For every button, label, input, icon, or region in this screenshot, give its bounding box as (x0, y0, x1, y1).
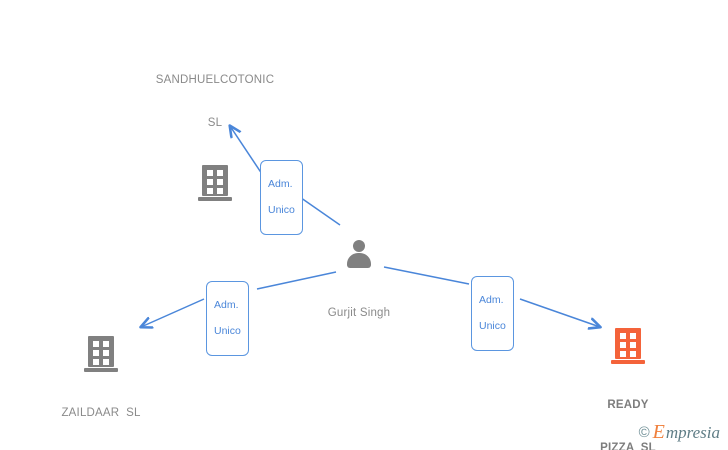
edge-label-gurjit-readypizza[interactable]: Adm. Unico (471, 276, 514, 351)
edge-label-gurjit-zaildaar[interactable]: Adm. Unico (206, 281, 249, 356)
building-window (207, 170, 213, 176)
building-window (630, 333, 636, 339)
building-icon (198, 165, 232, 201)
brand-initial: E (652, 421, 665, 443)
building-window (217, 170, 223, 176)
node-label-line1: Gurjit Singh (327, 306, 391, 319)
building-window (217, 188, 223, 194)
node-label-line1: READY (607, 398, 649, 411)
building-window (103, 350, 109, 356)
edge-label-line1: Adm. (214, 299, 239, 311)
brand-name: mpresia (665, 422, 720, 442)
building-window (630, 342, 636, 348)
building-window (207, 188, 213, 194)
building-icon (84, 336, 118, 372)
building-window (620, 342, 626, 348)
building-body (88, 336, 114, 367)
node-label-zaildaar: ZAILDAAR SL (61, 377, 140, 449)
edge-label-gurjit-sandhuelcotonic[interactable]: Adm. Unico (260, 160, 303, 235)
node-gurjit-singh[interactable]: Gurjit Singh (299, 238, 419, 349)
building-body (202, 165, 228, 196)
building-base (198, 197, 232, 201)
node-zaildaar[interactable]: ZAILDAAR SL (41, 336, 161, 449)
building-window (93, 350, 99, 356)
edge-label-line1: Adm. (479, 294, 504, 306)
building-window (620, 333, 626, 339)
building-window (93, 341, 99, 347)
node-label-line1: SANDHUELCOTONIC (155, 73, 275, 86)
building-base (84, 368, 118, 372)
building-window (103, 359, 109, 365)
empresia-watermark: © E mpresia (639, 422, 720, 442)
building-icon (611, 328, 645, 364)
person-icon (342, 238, 376, 272)
edge-label-line1: Adm. (268, 178, 293, 190)
node-label-ready-pizza: READY PIZZA SL (600, 369, 656, 450)
node-label-line2: PIZZA SL (600, 441, 656, 450)
building-base (611, 360, 645, 364)
node-ready-pizza[interactable]: READY PIZZA SL (568, 328, 688, 450)
node-label-gurjit-singh: Gurjit Singh (328, 277, 390, 349)
building-window (217, 179, 223, 185)
copyright-icon: © (638, 423, 650, 441)
node-label-line1: ZAILDAAR SL (61, 406, 141, 419)
edge-label-line2: Unico (479, 320, 506, 332)
node-label-line2: SL (207, 116, 223, 129)
edge-label-line2: Unico (214, 325, 241, 337)
person-body (347, 253, 371, 268)
edge-label-line2: Unico (268, 204, 295, 216)
building-window (103, 341, 109, 347)
building-window (207, 179, 213, 185)
building-body (615, 328, 641, 359)
building-window (93, 359, 99, 365)
node-label-sandhuelcotonic: SANDHUELCOTONIC SL (156, 44, 274, 159)
person-head (353, 240, 365, 252)
building-window (620, 351, 626, 357)
building-window (630, 351, 636, 357)
node-sandhuelcotonic[interactable]: SANDHUELCOTONIC SL (135, 44, 295, 201)
